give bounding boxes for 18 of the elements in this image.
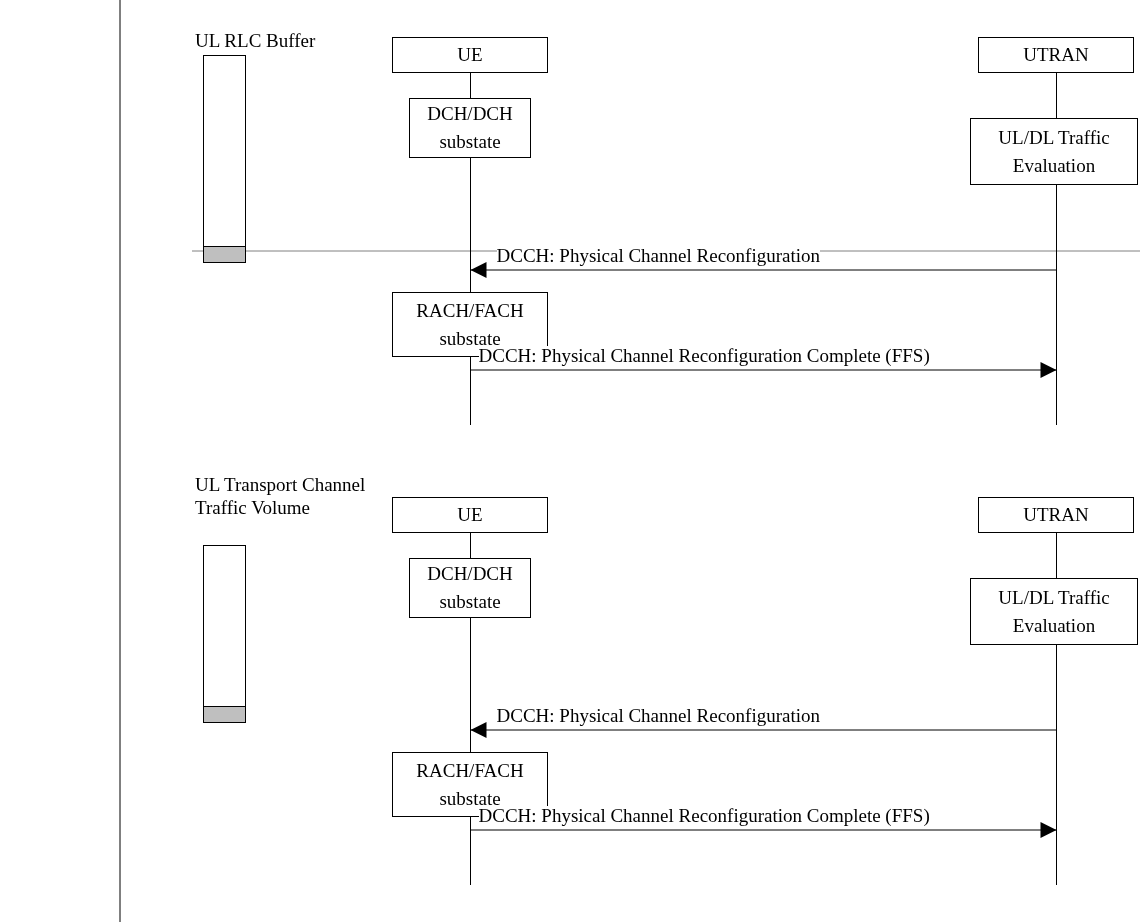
message-arrow bbox=[470, 362, 1057, 378]
buffer-label: UL RLC Buffer bbox=[195, 30, 317, 53]
state-box: DCH/DCH substate bbox=[409, 558, 531, 618]
participant-box: UTRAN bbox=[978, 497, 1134, 533]
participant-box: UE bbox=[392, 497, 548, 533]
message-arrow bbox=[470, 262, 1057, 278]
message-arrow bbox=[470, 822, 1057, 838]
process-box: UL/DL Traffic Evaluation bbox=[970, 118, 1138, 185]
edge-label: DCCH: Physical Channel Reconfiguration bbox=[496, 246, 820, 267]
buffer-label: UL Transport Channel Traffic Volume bbox=[195, 474, 367, 520]
edge-label: DCCH: Physical Channel Reconfiguration Complete (FFS) bbox=[478, 346, 930, 367]
participant-box: UE bbox=[392, 37, 548, 73]
participant-box: UTRAN bbox=[978, 37, 1134, 73]
process-box: UL/DL Traffic Evaluation bbox=[970, 578, 1138, 645]
edge-label: DCCH: Physical Channel Reconfiguration Complete (FFS) bbox=[478, 806, 930, 827]
message-arrow bbox=[470, 722, 1057, 738]
state-box: DCH/DCH substate bbox=[409, 98, 531, 158]
edge-label: DCCH: Physical Channel Reconfiguration bbox=[496, 706, 820, 727]
